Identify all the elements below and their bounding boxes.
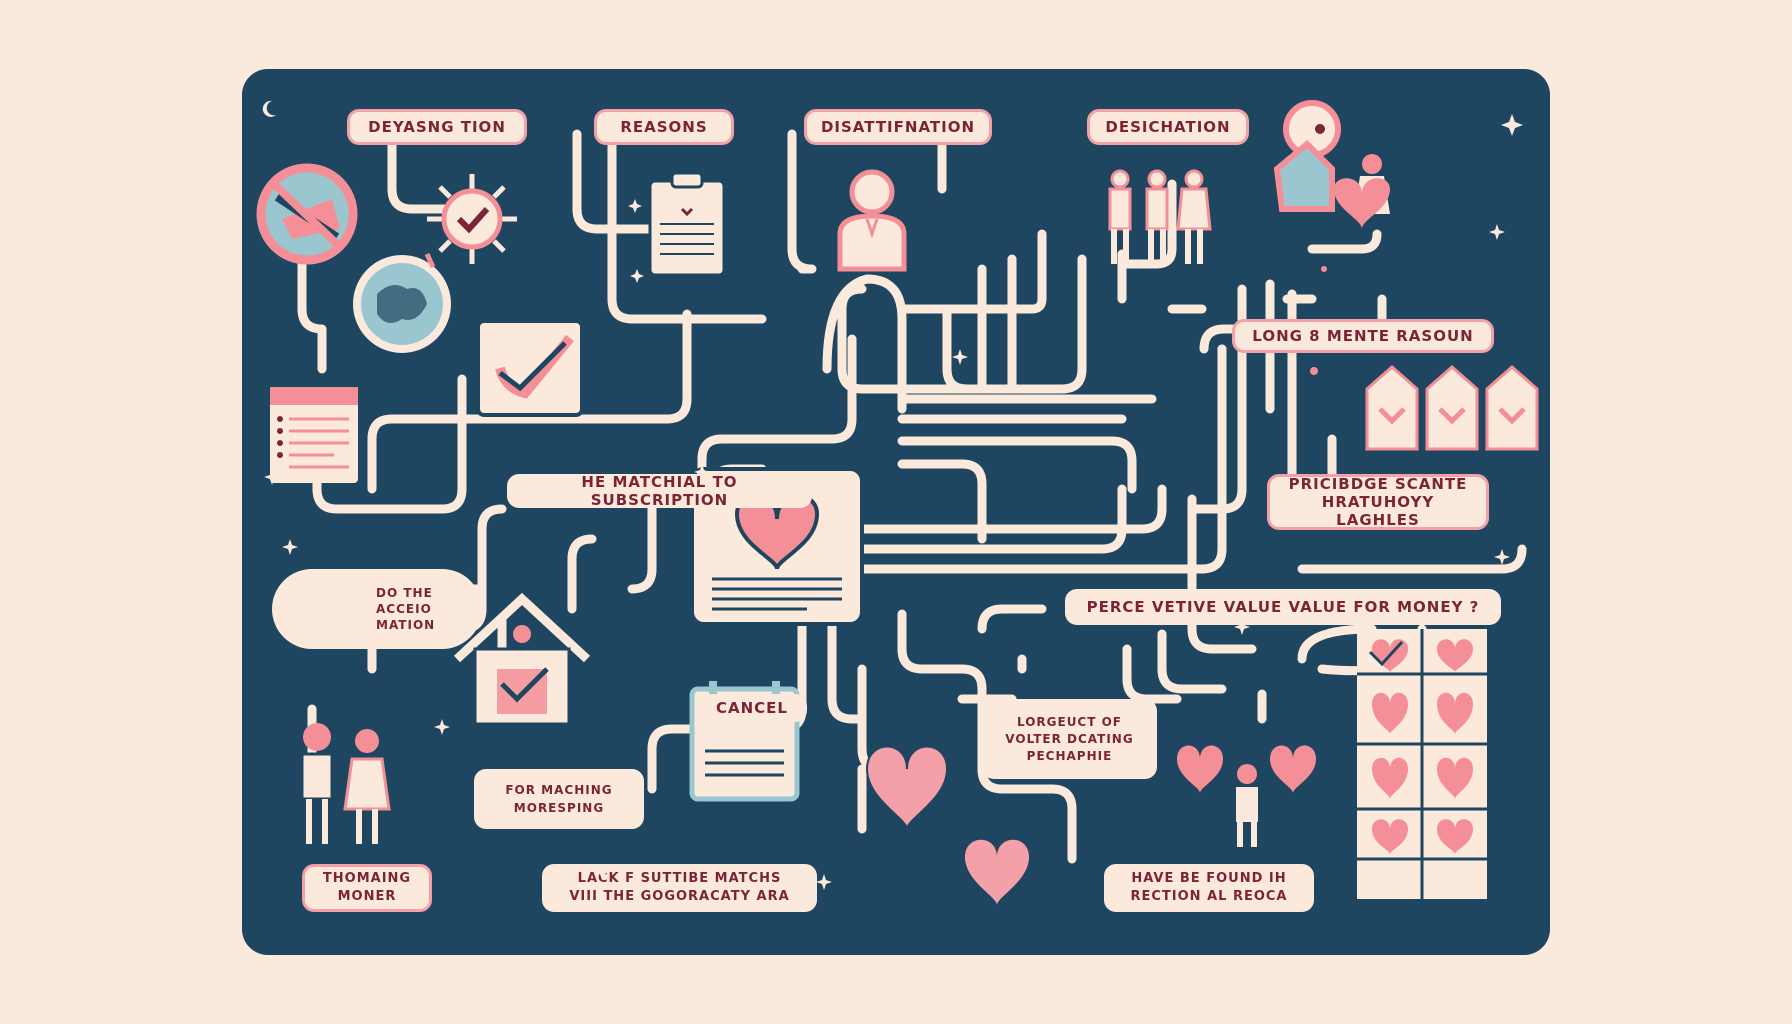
label-deyasng-tion: DEYASNG TION: [347, 109, 527, 145]
heart-grid-icon: [1357, 629, 1487, 899]
clipboard-icon: [648, 171, 726, 277]
label-desichation: DESICHATION: [1087, 109, 1249, 145]
checkbox-icon: [476, 319, 584, 417]
label-long-reason: LONG 8 MENTE RASOUN: [1232, 319, 1494, 353]
globe-icon: [353, 252, 451, 353]
notepad-icon: [270, 387, 358, 483]
person-hearts-icon: [1177, 745, 1316, 847]
label-subscription: HE MATCHIAL TO SUBSCRIPTION: [507, 473, 812, 509]
heart-icon: [965, 839, 1029, 905]
sun-check-icon: [427, 174, 517, 264]
label-disattifnation: DISATTIFNATION: [804, 109, 992, 145]
couple-group-icon: [1108, 169, 1212, 264]
person-icon: [837, 169, 907, 272]
diagram-board: DEYASNG TION REASONS DISATTIFNATION DESI…: [242, 69, 1550, 955]
moon-icon: [262, 100, 276, 117]
house-heart-icon: [1365, 365, 1539, 451]
heart-icon: [865, 745, 949, 830]
no-entry-icon: [256, 163, 358, 265]
house-check-icon: [453, 592, 591, 726]
label-perceived-value: PERCE VETIVE VALUE VALUE FOR MONEY ?: [1065, 589, 1501, 625]
label-cancel[interactable]: CANCEL: [697, 694, 807, 722]
label-reasons: REASONS: [594, 109, 734, 145]
house-person-icon: [1273, 100, 1390, 229]
couple-icon: [300, 723, 391, 844]
